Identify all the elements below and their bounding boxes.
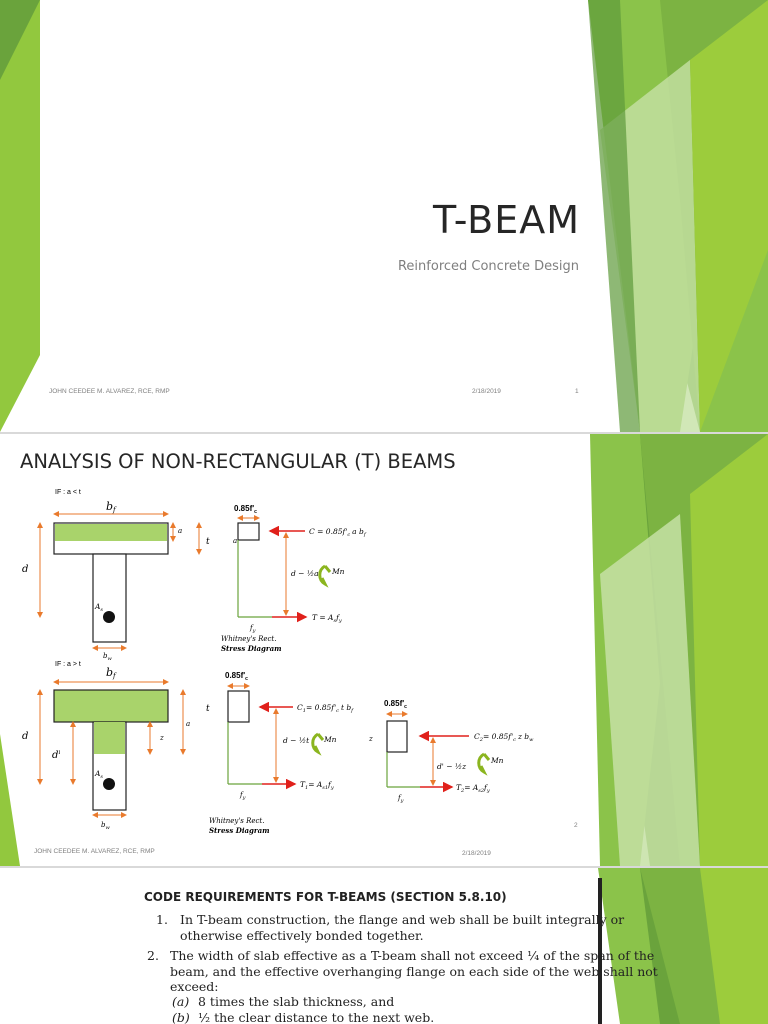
footer-author: JOHN CEEDEE M. ALVAREZ, RCE, RMP bbox=[34, 848, 155, 855]
case1-arm: d − ½a bbox=[291, 569, 319, 578]
case2-z2: z bbox=[368, 735, 373, 743]
moment-arrow-icon bbox=[318, 564, 332, 588]
case2-a: a bbox=[186, 720, 190, 728]
moment-arrow-icon bbox=[311, 732, 325, 756]
case1-t: t bbox=[206, 537, 210, 547]
case2-rebar bbox=[103, 778, 115, 790]
code-heading: CODE REQUIREMENTS FOR T-BEAMS (SECTION 5… bbox=[144, 890, 507, 904]
case2-whitney: Whitney's Rect. bbox=[209, 817, 264, 825]
t-beam-diagrams: IF : a < t bf As bw a t d 0.85f'c a C = … bbox=[22, 489, 578, 857]
case1-As: As bbox=[94, 602, 103, 613]
case2-Mn1: Mn bbox=[323, 735, 337, 744]
case2-bf: bf bbox=[106, 666, 117, 680]
slide-number: 2 bbox=[574, 822, 578, 829]
case2-arm2: d' − ½z bbox=[437, 762, 466, 771]
green-facet-decoration bbox=[598, 868, 768, 1024]
case2-T1: T1= As1fy bbox=[300, 780, 334, 791]
case2-t: t bbox=[206, 704, 210, 714]
code-item-2b-text: ½ the clear distance to the next web. bbox=[198, 1010, 435, 1024]
code-item-2-text: The width of slab effective as a T-beam … bbox=[170, 948, 655, 963]
case1-a-stress: a bbox=[233, 537, 237, 545]
case2-T2: T2= As2fy bbox=[456, 783, 490, 794]
case2-arm1: d − ½t bbox=[283, 736, 310, 745]
code-item-2a-text: 8 times the slab thickness, and bbox=[198, 994, 395, 1009]
green-facet-decoration bbox=[0, 0, 768, 432]
slide-code-requirements: CODE REQUIREMENTS FOR T-BEAMS (SECTION 5… bbox=[0, 868, 768, 1024]
case1-d: d bbox=[22, 564, 28, 575]
case1-rebar bbox=[103, 611, 115, 623]
case2-stress-top2: 0.85f'c bbox=[384, 699, 407, 710]
case1-T: T = Asfy bbox=[312, 613, 342, 624]
green-facet-decoration bbox=[0, 434, 768, 866]
code-item-1-num: 1. bbox=[156, 912, 168, 927]
case1-section: IF : a < t bf As bw a t d 0.85f'c a C = … bbox=[22, 489, 367, 662]
case2-condition: IF : a > t bbox=[55, 661, 81, 668]
case2-stress-top: 0.85f'c bbox=[225, 671, 248, 682]
presentation-title: T-BEAM bbox=[433, 198, 580, 242]
case1-stress-top: 0.85f'c bbox=[234, 504, 257, 515]
slide-analysis bbox=[0, 434, 768, 866]
slide-number: 1 bbox=[575, 388, 579, 395]
moment-arrow-icon bbox=[477, 752, 491, 776]
case2-d1: dı bbox=[52, 749, 60, 761]
case1-bf: bf bbox=[106, 500, 117, 514]
code-item-2b-num: (b) bbox=[172, 1010, 190, 1024]
footer-date: 2/18/2019 bbox=[462, 850, 491, 857]
case1-fy: fy bbox=[249, 624, 256, 634]
case2-fy: fy bbox=[239, 791, 246, 801]
slide-title: T-BEAM Reinforced Concrete Design JOHN C… bbox=[0, 0, 768, 432]
case2-bw: bw bbox=[101, 821, 110, 831]
case2-section: IF : a > t bf As bw z a t d dı 0.85f'c C… bbox=[22, 661, 534, 835]
footer-date: 2/18/2019 bbox=[472, 388, 501, 395]
footer-author: JOHN CEEDEE M. ALVAREZ, RCE, RMP bbox=[49, 388, 170, 395]
case2-d: d bbox=[22, 731, 28, 742]
case2-z: z bbox=[159, 734, 164, 742]
case1-whitney: Whitney's Rect. bbox=[221, 635, 276, 643]
case2-As: As bbox=[94, 769, 103, 780]
case2-Mn2: Mn bbox=[490, 756, 504, 765]
code-item-2-num: 2. bbox=[147, 948, 159, 963]
case1-condition: IF : a < t bbox=[55, 489, 81, 496]
slide-heading: ANALYSIS OF NON-RECTANGULAR (T) BEAMS bbox=[20, 450, 456, 473]
code-item-1-text-cont: otherwise effectively bonded together. bbox=[180, 928, 424, 943]
case2-fy2: fy bbox=[397, 794, 404, 804]
case1-bw: bw bbox=[103, 652, 112, 662]
presentation-subtitle: Reinforced Concrete Design bbox=[397, 259, 579, 274]
case2-stress-diagram: Stress Diagram bbox=[209, 826, 270, 835]
case1-a: a bbox=[178, 527, 182, 535]
code-item-2-text-cont: beam, and the effective overhanging flan… bbox=[170, 964, 658, 979]
code-item-2-text-cont2: exceed: bbox=[170, 979, 219, 994]
case1-Mn: Mn bbox=[331, 567, 345, 576]
case1-stress-diagram: Stress Diagram bbox=[221, 644, 282, 653]
code-item-2a-num: (a) bbox=[172, 994, 190, 1009]
code-item-1-text: In T-beam construction, the flange and w… bbox=[180, 912, 625, 927]
